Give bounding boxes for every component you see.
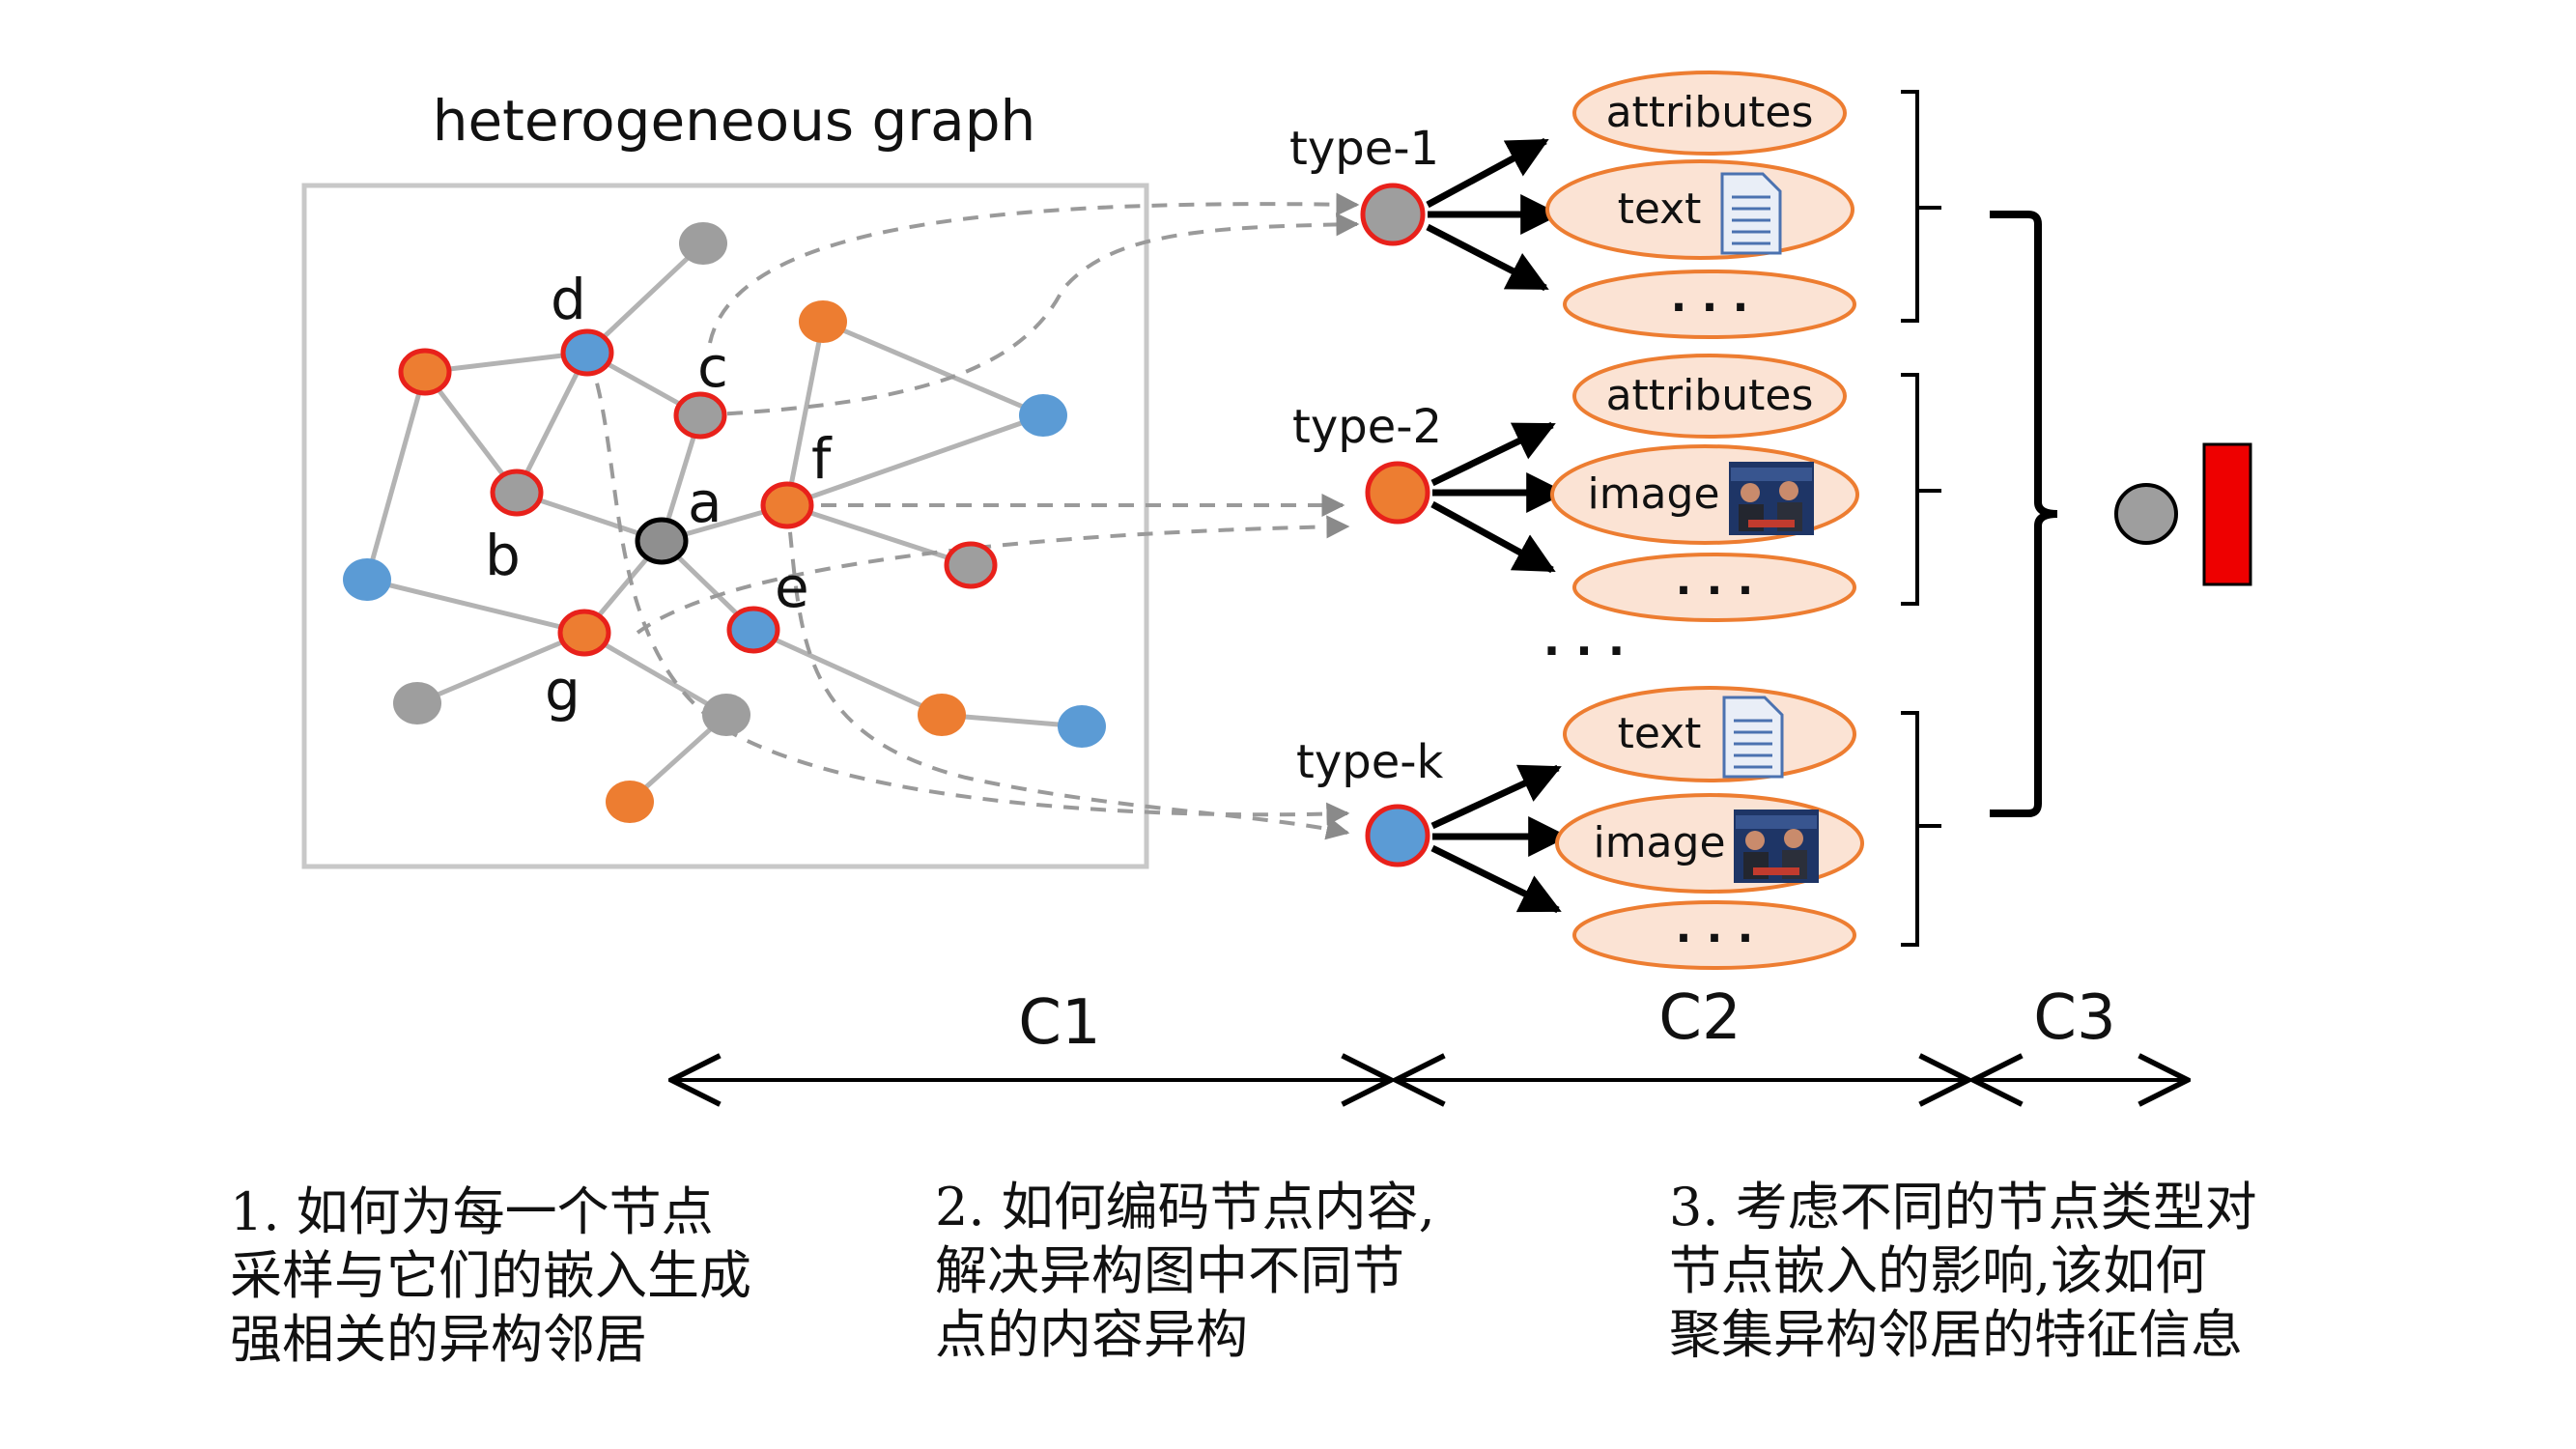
- document-icon: [1720, 172, 1782, 255]
- output-node: [2114, 483, 2178, 545]
- type-k-feature-text: [1563, 686, 1856, 782]
- node-label-g: g: [545, 658, 580, 724]
- graph-node: [799, 300, 847, 343]
- graph-node: [944, 541, 998, 589]
- node-label-f: f: [811, 426, 833, 492]
- graph-node: [343, 558, 391, 601]
- node-label-c: c: [697, 334, 728, 400]
- graph-node-g: [557, 609, 611, 657]
- graph-node-e: [726, 606, 780, 654]
- graph-node: [679, 222, 727, 265]
- caption-challenge-2: 2. 如何编码节点内容, 解决异构图中不同节 点的内容异构: [935, 1177, 1435, 1365]
- graph-node: [606, 781, 654, 823]
- type-1-brace: [1901, 90, 1941, 323]
- image-icon: [1734, 810, 1819, 883]
- node-label-b: b: [485, 523, 521, 588]
- graph-node-c: [673, 391, 727, 440]
- document-icon: [1722, 696, 1784, 779]
- type-k-feature-2-label: image: [1593, 818, 1725, 867]
- sampling-paths: [587, 192, 1360, 840]
- type-1-feature-1-label: attributes: [1606, 88, 1814, 137]
- type-1-node: [1360, 183, 1426, 246]
- type-k-feature-1-label: text: [1618, 709, 1702, 758]
- stage-label-c3: C3: [2033, 982, 2115, 1054]
- type-k-feature-more: [1572, 900, 1856, 970]
- type-k-feature-3-label: . . .: [1676, 903, 1754, 952]
- type-1-feature-2-label: text: [1618, 185, 1702, 234]
- type-1-feature-attributes: [1572, 71, 1847, 156]
- graph-node-f: [760, 481, 814, 529]
- types-ellipsis: . . .: [1543, 613, 1625, 666]
- graph-frame: [301, 183, 1149, 869]
- image-icon: [1729, 462, 1814, 535]
- type-2-feature-1-label: attributes: [1606, 371, 1814, 420]
- graph-node-a: [635, 517, 689, 565]
- type-k-label: type-k: [1296, 735, 1444, 789]
- graph-node-d: [560, 328, 614, 377]
- type-2-feature-2-label: image: [1587, 469, 1719, 519]
- graph-unlabeled-nodes: [343, 222, 1106, 823]
- aggregation-brace: [1990, 211, 2058, 817]
- type-2-feature-more: [1572, 553, 1856, 622]
- output-embedding-bar: [2202, 442, 2252, 586]
- type-1-feature-more: [1563, 270, 1856, 339]
- node-label-e: e: [775, 554, 809, 620]
- graph-node: [1019, 394, 1067, 437]
- graph-node: [398, 348, 452, 396]
- type-k-brace: [1901, 711, 1941, 947]
- node-label-a: a: [688, 469, 722, 535]
- graph-node-b: [490, 469, 544, 517]
- type-k-node: [1365, 804, 1430, 867]
- graph-node: [918, 694, 966, 736]
- caption-challenge-1: 1. 如何为每一个节点 采样与它们的嵌入生成 强相关的异构邻居: [230, 1181, 751, 1370]
- type-2-feature-3-label: . . .: [1676, 555, 1754, 605]
- type-2-feature-attributes: [1572, 354, 1847, 439]
- graph-title: heterogeneous graph: [433, 88, 1036, 154]
- stage-label-c1: C1: [1018, 987, 1100, 1059]
- stage-label-c2: C2: [1658, 982, 1741, 1054]
- graph-node: [1058, 705, 1106, 748]
- type-2-label: type-2: [1292, 400, 1442, 454]
- graph-node: [702, 694, 750, 736]
- node-label-d: d: [551, 267, 586, 332]
- type-1-label: type-1: [1289, 122, 1439, 176]
- graph-node: [393, 682, 441, 724]
- type-2-brace: [1901, 373, 1941, 606]
- type-1-feature-3-label: . . .: [1671, 272, 1749, 322]
- type-2-node: [1365, 461, 1430, 525]
- caption-challenge-3: 3. 考虑不同的节点类型对 节点嵌入的影响,该如何 聚集异构邻居的特征信息: [1669, 1177, 2257, 1365]
